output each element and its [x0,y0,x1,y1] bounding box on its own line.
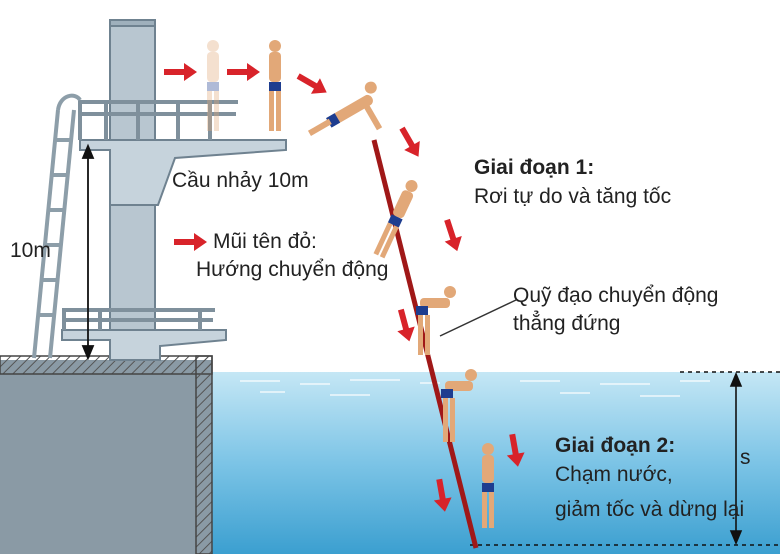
legend-title: Mũi tên đỏ: [213,230,317,253]
diving-tower [61,19,287,361]
trajectory-label-line2: thẳng đứng [513,312,621,335]
height-label: 10m [10,239,51,262]
diver-entering-water-icon [441,369,477,442]
phase2-title: Giai đoạn 2: [555,434,676,457]
diver-falling-icon-1 [373,179,418,259]
water-ripples [240,379,710,397]
depth-dimension [470,371,780,546]
trajectory-pointer [439,299,517,337]
platform-label: Cầu nhảy 10m [172,169,309,192]
diver-ghost-icon [207,40,219,131]
depth-label: s [740,446,751,469]
diver-jumping-icon [307,81,383,136]
water [212,372,780,554]
ladder [32,93,82,359]
phase1-description: Rơi tự do và tăng tốc [474,185,672,208]
phase1-title: Giai đoạn 1: [474,156,595,179]
height-dimension [81,143,95,361]
pool-wall [0,355,213,554]
diver-standing-icon [269,40,281,131]
diver-underwater-icon [482,443,494,528]
diver-falling-icon-2 [416,286,456,355]
railings [62,100,238,330]
trajectory-label-line1: Quỹ đạo chuyển động [513,284,719,307]
legend-description: Hướng chuyển động [196,258,389,281]
phase2-line2: giảm tốc và dừng lại [555,498,745,521]
phase2-line1: Chạm nước, [555,463,673,486]
